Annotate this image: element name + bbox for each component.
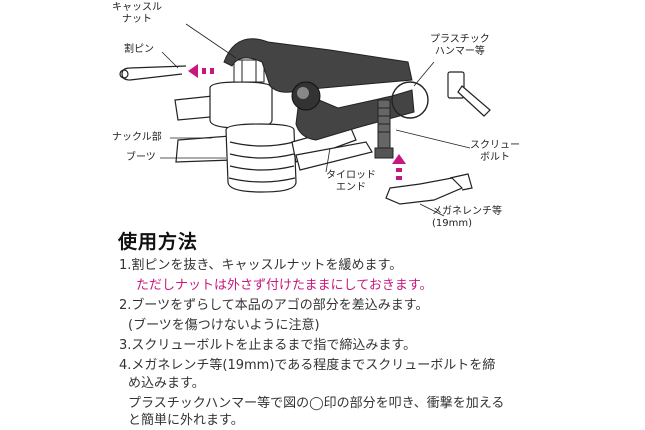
step-4-line1: 4.メガネレンチ等(19mm)である程度までスクリューボルトを締 [119,358,496,373]
pull-arrow [188,64,214,78]
step-2-note: (ブーツを傷つけないように注意) [128,318,320,333]
strike-point-circle [391,81,429,119]
plastic-hammer-icon [447,71,491,117]
label-knuckle: ナックル部 [112,132,162,143]
label-castle-nut: キャッスル ナット [112,2,162,26]
hint-line2: と簡単に外れます。 [128,413,244,428]
label-tie-rod-end-line1: タイロッド [326,170,376,181]
label-plastic-hammer-line1: プラスチック [430,34,490,45]
label-tie-rod-end: タイロッド エンド [326,170,376,194]
tie-rod-end-part [291,125,373,171]
screw-bolt-part [374,99,394,159]
label-screw-bolt: スクリュー ボルト [470,140,520,164]
step-2: 2.ブーツをずらして本品のアゴの部分を差込みます。 [119,298,429,313]
label-castle-nut-line1: キャッスル [112,2,162,13]
label-screw-bolt-line2: ボルト [480,152,510,163]
label-boot: ブーツ [126,152,156,163]
usage-title: 使用方法 [118,231,199,253]
label-cotter-pin: 割ピン [124,44,154,55]
knuckle-part [174,81,273,163]
step-1: 1.割ピンを抜き、キャッスルナットを緩めます。 [119,258,403,273]
label-wrench-line2: (19mm) [432,218,473,229]
step-1-note: ただしナットは外さず付けたままにしておきます。 [136,278,433,293]
leader-lines [160,23,471,217]
label-plastic-hammer: プラスチック ハンマー等 [430,34,490,58]
label-castle-nut-line2: ナット [122,14,152,25]
wrench-icon [385,173,473,205]
tighten-arrow [392,154,406,180]
boot-part [225,123,297,193]
step-4-line2: め込みます。 [128,376,205,391]
step-3: 3.スクリューボルトを止まるまで指で締込みます。 [119,338,417,353]
castle-nut-part [233,59,265,83]
label-tie-rod-end-line2: エンド [336,182,366,193]
hint-line1: プラスチックハンマー等で図の◯印の部分を叩き、衝撃を加える [128,396,505,411]
label-screw-bolt-line1: スクリュー [470,140,520,151]
tool-diagram [119,23,491,217]
label-wrench-line1: メガネレンチ等 [432,206,502,217]
label-plastic-hammer-line2: ハンマー等 [434,46,485,57]
cotter-pin-icon [119,65,187,81]
label-wrench: メガネレンチ等 (19mm) [432,206,502,230]
